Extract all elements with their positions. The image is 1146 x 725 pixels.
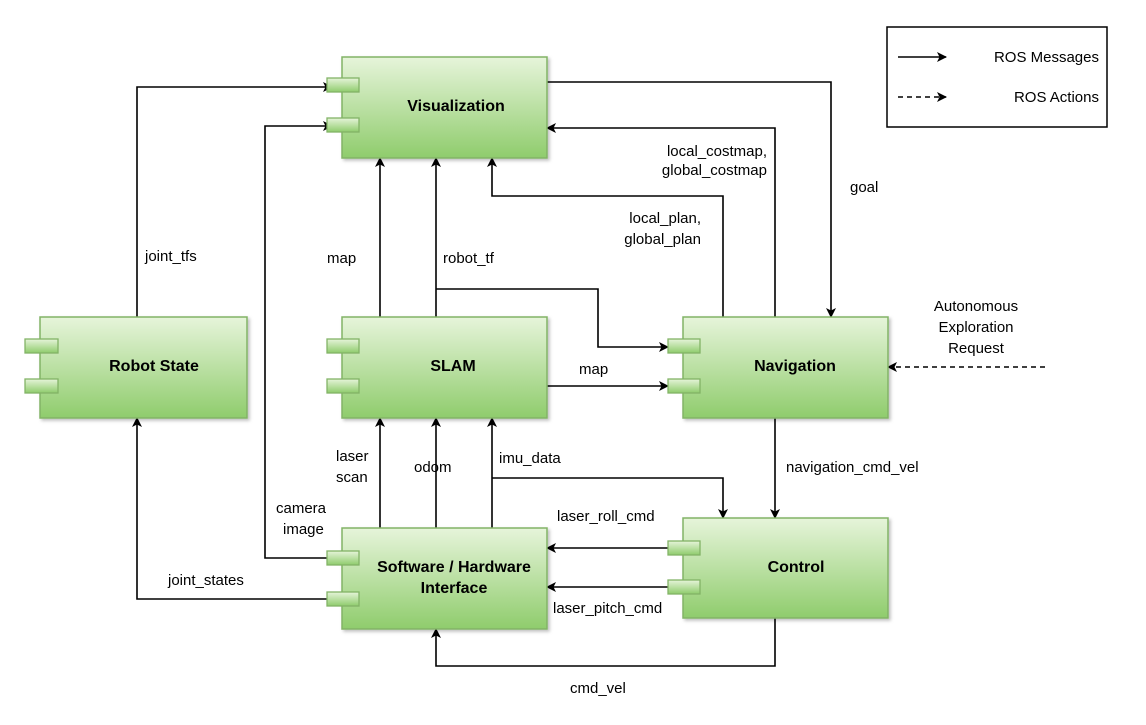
label-laser-roll-cmd: laser_roll_cmd [557,508,655,525]
label-cmd-vel: cmd_vel [570,680,626,697]
label-plan-line1: local_plan, [629,210,701,227]
label-plan-line2: global_plan [624,231,701,248]
legend: ROS Messages ROS Actions [886,26,1108,128]
label-map-right: map [579,361,608,378]
label-costmap-line2: global_costmap [662,162,767,179]
navigation-title: Navigation [754,358,836,375]
label-request-line1: Autonomous [934,298,1018,315]
control-port-top [667,540,701,556]
slam-port-bottom [326,378,360,394]
navigation-port-top [667,338,701,354]
edge-robot-tf-to-nav [436,288,669,352]
label-request-line2: Exploration [938,319,1013,336]
label-odom: odom [414,459,452,476]
label-goal: goal [850,179,878,196]
edge-imu-to-control [492,477,728,519]
label-camera-image-line1: camera [276,500,327,517]
interface-port-top [326,550,360,566]
edge-costmap [546,123,776,317]
visualization-port-bottom [326,117,360,133]
robot-state-port-bottom [24,378,59,394]
edge-joint-tfs [136,82,333,317]
component-visualization[interactable]: Visualization [326,56,548,159]
visualization-port-top [326,77,360,93]
navigation-port-bottom [667,378,701,394]
label-navigation-cmd-vel: navigation_cmd_vel [786,459,919,476]
control-title: Control [768,559,825,576]
label-joint-states: joint_states [167,572,244,589]
edge-labels: joint_tfs map robot_tf local_costmap, gl… [144,143,1018,697]
label-camera-image-line2: image [283,521,324,538]
interface-title-line2: Interface [421,580,488,597]
label-imu-data: imu_data [499,450,561,467]
control-box [682,517,889,619]
label-costmap-line1: local_costmap, [667,143,767,160]
component-navigation[interactable]: Navigation [667,316,889,419]
slam-box [341,316,548,419]
navigation-box [682,316,889,419]
label-robot-tf: robot_tf [443,250,495,267]
label-joint-tfs: joint_tfs [144,248,197,265]
component-robot-state[interactable]: Robot State [24,316,248,419]
slam-port-top [326,338,360,354]
interface-title-line1: Software / Hardware [377,559,531,576]
label-request-line3: Request [948,340,1005,357]
robot-state-box [39,316,248,419]
interface-port-bottom [326,591,360,607]
legend-box [886,26,1108,128]
visualization-title: Visualization [407,98,505,115]
edge-cmd-vel [431,618,776,667]
edge-goal [547,81,836,318]
label-laser-scan-line1: laser [336,448,369,465]
component-slam[interactable]: SLAM [326,316,548,419]
component-control[interactable]: Control [667,517,889,619]
label-laser-scan-line2: scan [336,469,368,486]
legend-actions-label: ROS Actions [1014,89,1099,106]
legend-messages-label: ROS Messages [994,49,1099,66]
label-laser-pitch-cmd: laser_pitch_cmd [553,600,662,617]
interface-box [341,527,548,630]
slam-title: SLAM [430,358,475,375]
component-interface[interactable]: Software / Hardware Interface [326,527,548,630]
robot-state-title: Robot State [109,358,199,375]
control-port-bottom [667,579,701,595]
edges [132,81,1045,667]
visualization-box [341,56,548,159]
edge-plan [487,157,724,317]
edge-joint-states [132,417,332,600]
edge-camera-image [264,121,333,559]
robot-state-port-top [24,338,59,354]
label-map-up: map [327,250,356,267]
